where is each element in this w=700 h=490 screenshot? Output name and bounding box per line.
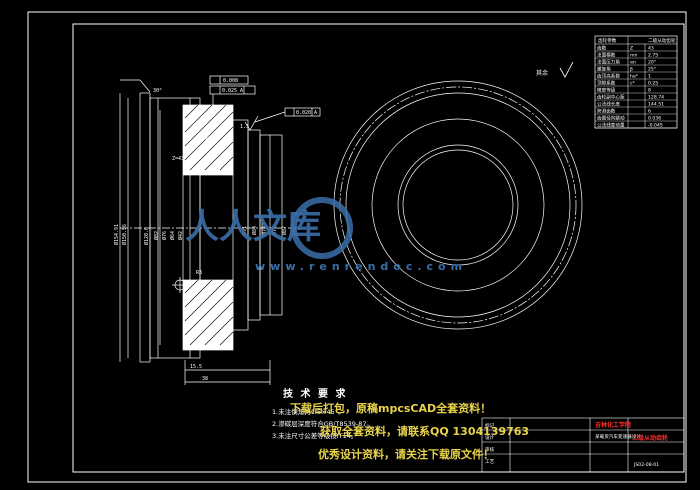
dim-r3: R3	[196, 270, 202, 276]
dim-small: 15.5	[190, 364, 202, 370]
tech-requirements: 技 术 要 求 1.未注倒角为1.5×45°。 2.渗碳层深度符合GB/T853…	[272, 387, 373, 440]
title-row-3: 工艺	[485, 459, 495, 465]
angle-label: 30°	[153, 88, 162, 94]
params-cell: -0.045	[648, 123, 663, 129]
dim-width: 38	[202, 376, 208, 382]
dim-z: Z=43	[172, 156, 184, 162]
params-cell: 6	[648, 109, 651, 115]
drawing-number: JS02-08-01	[633, 462, 659, 468]
params-cell: 法面压力角	[597, 59, 620, 66]
params-cell: 跨测齿数	[597, 108, 616, 115]
dim-left-6: Ø42	[177, 231, 184, 240]
dim-right-0: Ø91	[241, 226, 248, 235]
dim-right-4: Ø87	[281, 226, 288, 235]
left-dimension-labels: Ø154.91 Ø150.56 Ø120.6 Ø82 Ø76 Ø64 Ø42	[113, 224, 184, 245]
params-cell: 2.75	[648, 53, 658, 59]
outer-frame	[27, 11, 687, 483]
watermark: 人人文库 www.renrendoc.com 下载后打包，原稿mpcsCAD全套…	[185, 197, 529, 461]
school-name: 吉林化工学院	[595, 421, 631, 429]
params-cell: 144.51	[648, 102, 664, 108]
watermark-url: www.renrendoc.com	[255, 260, 467, 273]
params-cell: 齿顶高系数	[597, 73, 620, 80]
params-cell: 精度等级	[597, 87, 616, 94]
params-table: 齿轮参数 二级从动齿轮 齿数 Z 43 法面模数 mn 2.75 法面压力角 αn 20° 螺旋角…	[594, 35, 678, 129]
dim-left-1: Ø150.56	[121, 224, 128, 245]
tech-title: 技 术 要 求	[283, 387, 347, 400]
params-header-0: 齿轮参数	[598, 37, 617, 44]
params-cell: 0.036	[648, 116, 661, 122]
params-cell: 顶隙系数	[597, 80, 616, 87]
title-row-0: 标记	[485, 422, 495, 429]
dim-15: 1.5	[240, 124, 249, 130]
dim-hole: 2×Ø10	[202, 135, 217, 142]
watermark-line2: 获取全套资料，请联系QQ 1304139763	[320, 424, 529, 438]
roughness-symbol: 其余	[536, 61, 574, 78]
params-cell: 20°	[648, 60, 656, 66]
title-block	[481, 417, 685, 473]
dim-left-4: Ø76	[161, 231, 168, 240]
params-cell: 法面模数	[597, 52, 616, 59]
title-row-1: 设计	[485, 434, 495, 441]
params-cell: β	[630, 67, 633, 73]
params-cell: c*	[630, 81, 636, 87]
params-cell: 齿数	[597, 45, 607, 52]
params-cell: 齿圈径向跳动	[597, 115, 625, 122]
tolerance-flat: 0.008	[223, 78, 238, 84]
params-cell: ha*	[630, 74, 639, 80]
params-cell: mn	[630, 54, 637, 59]
dim-right-3: Ø76	[271, 226, 278, 235]
params-cell: 公法线长度	[597, 101, 620, 108]
params-cell: 螺旋角	[597, 66, 611, 73]
part-name: 二级从动齿轮	[632, 434, 668, 442]
params-cell: 8	[648, 88, 651, 94]
params-cell: Z	[630, 46, 633, 52]
section-labels: 30° 0.008 0.025 A 0.020 A 38 15.5 Z=43 R…	[153, 78, 317, 382]
tolerance-runout: 0.025 A	[222, 88, 243, 94]
params-cell: αn	[630, 61, 636, 66]
section-hatch	[184, 104, 234, 346]
params-cell: 43	[648, 46, 654, 52]
dim-left-5: Ø64	[169, 231, 176, 240]
roughness-label: 其余	[536, 69, 548, 77]
dim-right-2: Ø74	[261, 226, 268, 235]
dim-left-0: Ø154.91	[113, 224, 120, 245]
watermark-line1: 下载后打包，原稿mpcsCAD全套资料！	[290, 401, 491, 415]
params-header-1: 二级从动齿轮	[648, 37, 676, 44]
tech-note-2: 3.未注尺寸公差等级按IT14。	[272, 431, 357, 440]
inner-frame	[72, 23, 685, 473]
front-view	[333, 80, 583, 330]
title-row-2: 审核	[485, 446, 495, 453]
params-cell: 齿轮副中心距	[597, 94, 625, 101]
tech-note-0: 1.未注倒角为1.5×45°。	[272, 407, 345, 416]
params-cell: 0.25	[648, 81, 658, 87]
dim-right-1: Ø84	[251, 226, 258, 235]
params-cell: 25°	[648, 67, 656, 73]
watermark-logo: 人人文库	[185, 207, 321, 247]
params-cell: 公法线变动量	[597, 122, 625, 129]
title-block-text: 吉林化工学院 某载货汽车变速器设计 二级从动齿轮 JS02-08-01 标记 设…	[485, 421, 668, 468]
params-cell: 128.74	[648, 95, 664, 101]
watermark-line3: 优秀设计资料，请关注下载原文件！	[318, 447, 494, 461]
params-cell: 1	[648, 74, 651, 80]
dim-left-2: Ø120.6	[143, 227, 150, 245]
project-name: 某载货汽车变速器设计	[595, 433, 641, 440]
tolerance-parallel: 0.020 A	[296, 110, 317, 116]
dim-left-3: Ø82	[153, 231, 160, 240]
params-rows: 齿数 Z 43 法面模数 mn 2.75 法面压力角 αn 20° 螺旋角 β 25° 齿顶高系数 ha*…	[595, 45, 677, 129]
tech-note-1: 2.渗碳层深度符合GB/T8539-87。	[272, 419, 373, 428]
